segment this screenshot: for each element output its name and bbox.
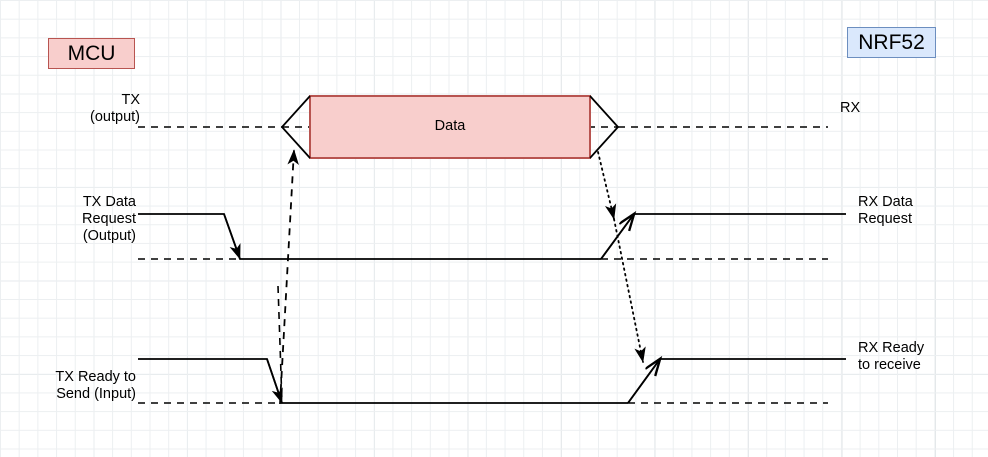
data-packet-label: Data: [434, 118, 466, 134]
node-box-mcu[interactable]: MCU: [48, 38, 135, 69]
causality-ready-through-datareq: [277, 285, 283, 404]
signal-label-rx-data-request: RX Data Request: [858, 194, 913, 227]
causality-data-to-rxready: [613, 218, 646, 363]
signal-label-rx: RX: [840, 100, 861, 116]
node-box-nrf52[interactable]: NRF52: [847, 27, 936, 58]
rxdr-waveform: [600, 213, 846, 260]
signal-label-rx-ready-to-receive: RX Ready to receive: [858, 340, 925, 373]
causality-ready-to-data: [279, 149, 299, 405]
causality-data-to-rxdatareq: [597, 151, 617, 220]
signal-label-tx-ready-to-send: TX Ready to Send (Input): [55, 369, 136, 402]
signal-ready: [138, 358, 846, 404]
signal-label-tx-data-request: TX Data Request (Output): [81, 194, 136, 244]
signal-label-tx: TX (output): [90, 92, 140, 125]
rxrtr-rise-arrowhead: [627, 359, 660, 404]
data-packet-right-tip: [589, 95, 620, 159]
rxrtr-waveform: [627, 358, 846, 404]
signal-tx-rx: [138, 95, 828, 159]
trts-fall-arrowhead: [266, 358, 283, 404]
data-packet-left-tip: [280, 95, 311, 159]
trts-waveform: [138, 358, 628, 404]
txdr-fall-arrowhead: [223, 213, 241, 260]
node-label-mcu: MCU: [67, 42, 116, 65]
node-label-nrf52: NRF52: [858, 31, 925, 54]
data-packet-body: [309, 95, 591, 159]
txdr-waveform: [138, 213, 601, 260]
signal-data-request: [138, 213, 846, 260]
